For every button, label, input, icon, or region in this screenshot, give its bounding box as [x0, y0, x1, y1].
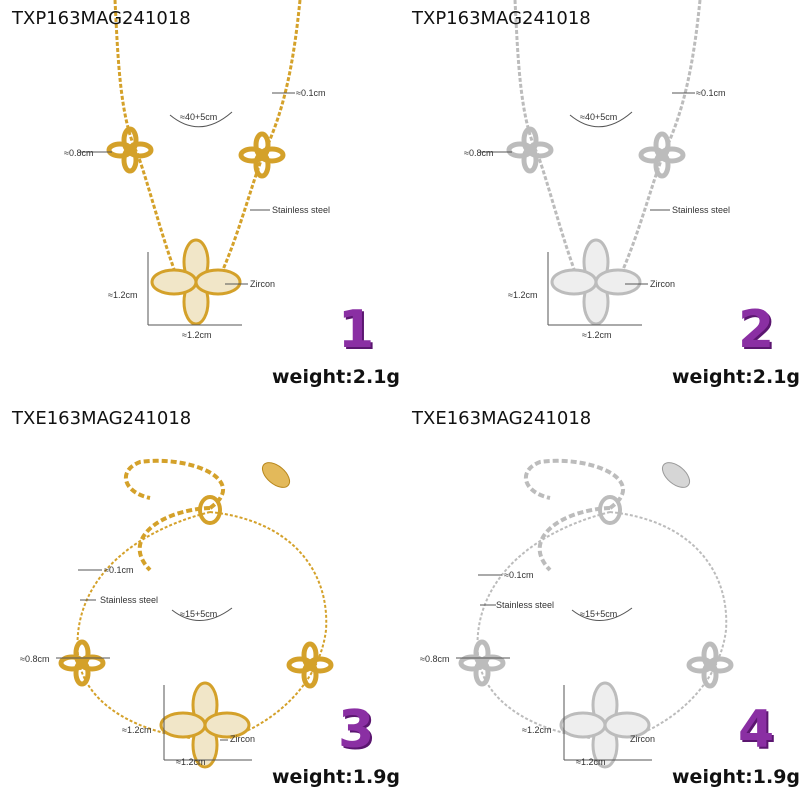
sku-label: TXP163MAG241018 — [412, 8, 591, 29]
weight-label: weight:2.1g — [272, 366, 400, 388]
panel-necklace-gold: TXP163MAG241018 ≈0.1cm ≈40+5cm ≈0.8cm St… — [0, 0, 400, 400]
variant-number: 3 — [338, 700, 375, 760]
thickness-label: ≈0.1cm — [104, 565, 134, 575]
bracelet-silver-image — [456, 458, 734, 769]
length-label: ≈15+5cm — [580, 609, 618, 619]
necklace-silver-image — [480, 0, 702, 326]
pendant-height-label: ≈1.2cm — [122, 725, 152, 735]
pendant-height-label: ≈1.2cm — [108, 290, 138, 300]
pendant-height-label: ≈1.2cm — [508, 290, 538, 300]
necklace-gold-image — [80, 0, 302, 326]
small-clover-label: ≈0.8cm — [20, 654, 50, 664]
length-label: ≈40+5cm — [580, 112, 618, 122]
variant-number: 2 — [738, 300, 775, 360]
sku-label: TXE163MAG241018 — [12, 408, 192, 429]
length-label: ≈15+5cm — [180, 609, 218, 619]
bracelet-gold-image — [56, 458, 334, 769]
panel-bracelet-gold: TXE163MAG241018 ≈0.1cm Stainless steel ≈… — [0, 400, 400, 800]
pendant-height-label: ≈1.2cm — [522, 725, 552, 735]
small-clover-label: ≈0.8cm — [64, 148, 94, 158]
sku-label: TXE163MAG241018 — [412, 408, 592, 429]
weight-label: weight:1.9g — [672, 766, 800, 788]
material-label: Stainless steel — [100, 595, 159, 605]
stone-label: Zircon — [250, 279, 276, 289]
material-label: Stainless steel — [672, 205, 731, 215]
pendant-width-label: ≈1.2cm — [182, 330, 212, 340]
pendant-width-label: ≈1.2cm — [576, 757, 606, 767]
panel-necklace-silver: TXP163MAG241018 ≈0.1cm ≈40+5cm ≈0.8cm St… — [400, 0, 800, 400]
small-clover-label: ≈0.8cm — [420, 654, 450, 664]
length-label: ≈40+5cm — [180, 112, 218, 122]
stone-label: Zircon — [230, 734, 256, 744]
sku-label: TXP163MAG241018 — [12, 8, 191, 29]
pendant-width-label: ≈1.2cm — [176, 757, 206, 767]
weight-label: weight:2.1g — [672, 366, 800, 388]
stone-label: Zircon — [650, 279, 676, 289]
panel-bracelet-silver: TXE163MAG241018 ≈0.1cm Stainless steel ≈… — [400, 400, 800, 800]
thickness-label: ≈0.1cm — [296, 88, 326, 98]
pendant-width-label: ≈1.2cm — [582, 330, 612, 340]
material-label: Stainless steel — [496, 600, 555, 610]
thickness-label: ≈0.1cm — [696, 88, 726, 98]
variant-number: 1 — [338, 300, 375, 360]
small-clover-label: ≈0.8cm — [464, 148, 494, 158]
weight-label: weight:1.9g — [272, 766, 400, 788]
material-label: Stainless steel — [272, 205, 331, 215]
thickness-label: ≈0.1cm — [504, 570, 534, 580]
variant-number: 4 — [738, 700, 775, 760]
stone-label: Zircon — [630, 734, 656, 744]
